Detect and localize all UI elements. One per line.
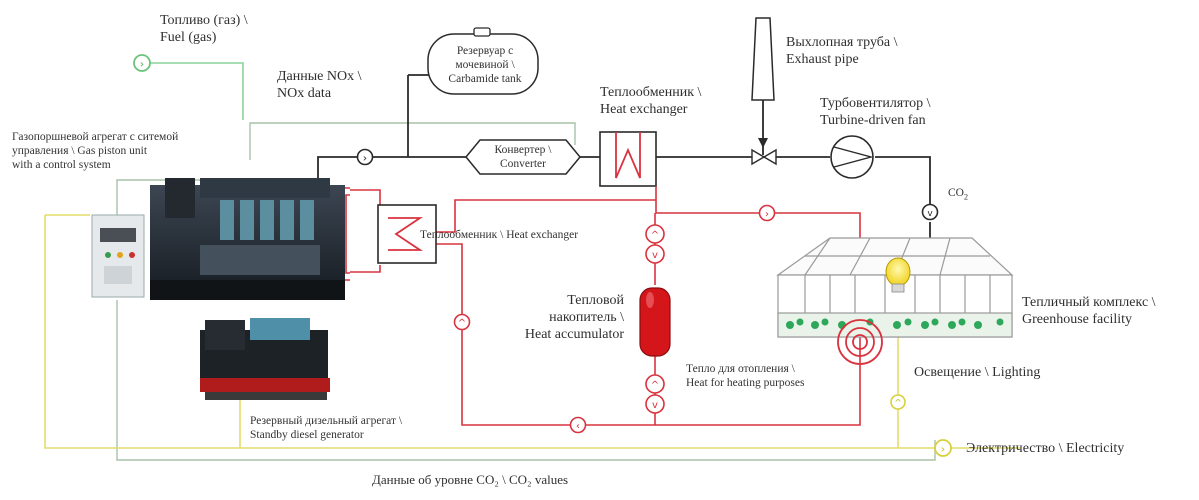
svg-text:v: v [927,209,933,219]
gas-piston-unit-line-1: Газопоршневой агрегат с ситемой [12,131,179,143]
co2-values-text: Данные об уровне CO₂ \ CO₂ values [372,472,569,487]
converter-line-2: Converter [500,158,546,170]
co2-valve-icon: v [921,203,939,221]
carbamide-tank-line-2: мочевиной \ [455,59,515,71]
plants [786,318,1004,329]
turbine-fan-en: Turbine-driven fan [820,113,926,128]
power-line-main [44,215,935,449]
heat-valve-top-icon [758,204,776,222]
converter-label: Конвертер \ Converter [482,143,564,171]
diesel-generator-label: Резервный дизельный агрегат \ Standby di… [250,414,402,442]
top-heat-exchanger-en: Heat exchanger [600,102,688,117]
lamp-icon [885,257,911,293]
diesel-generator-line-2: Standby diesel generator [250,429,364,441]
nox-data-line [249,122,576,160]
heat-pump-lower-b-icon [645,394,665,414]
converter-line-1: Конвертер \ [494,144,552,156]
nox-valve-icon: › [356,148,374,166]
control-cabinet-image [91,214,145,298]
converter-shape [465,139,581,175]
top-heat-exchanger-ru: Теплообменник \ [600,85,702,100]
svg-text:v: v [652,250,658,261]
heat-valve-bottom-icon [569,416,587,434]
svg-text:^: ^ [651,230,659,241]
nox-label-en: NOx data [277,86,332,101]
mid-heat-exchanger-shape [377,204,437,264]
svg-text:^: ^ [458,318,466,329]
exhaust-valve-shape [751,148,777,166]
heat-valve-left-icon [453,313,471,331]
heating-line-1: Тепло для отопления \ [686,363,795,375]
heat-accumulator-line-2: накопитель \ [549,310,624,325]
exhaust-pipe-en: Exhaust pipe [786,52,859,67]
electricity-text: Электричество \ Electricity [966,441,1125,456]
svg-text:›: › [941,443,945,456]
diesel-generator-line-1: Резервный дизельный агрегат \ [250,415,403,427]
exhaust-pipe-ru: Выхлопная труба \ [786,35,898,50]
svg-text:›: › [765,209,769,220]
heat-accumulator-line-1: Тепловой [567,293,624,308]
mid-heat-exchanger-label: Теплообменник \ Heat exchanger [420,228,578,242]
heat-pump-icons [453,204,776,434]
carbamide-tank-shape [427,27,539,95]
nox-label-ru: Данные NOx \ [277,69,362,84]
svg-text:›: › [140,58,144,71]
exhaust-pipe-shape [751,17,775,101]
heat-accumulator-shape [639,287,671,357]
fuel-label-en: Fuel (gas) [160,30,217,45]
svg-text:›: › [363,152,367,165]
turbine-fan-label: Турбовентилятор \ Turbine-driven fan [820,95,931,129]
heating-label: Тепло для отопления \ Heat for heating p… [686,362,804,390]
mid-heat-exchanger-text: Теплообменник \ Heat exchanger [420,229,579,241]
greenhouse-en: Greenhouse facility [1022,312,1133,327]
exhaust-arrow [758,138,768,148]
carbamide-tank-line-3: Carbamide tank [448,73,522,85]
heat-pump-lower-a-icon [645,374,665,394]
fuel-label: Топливо (газ) \ Fuel (gas) [160,12,248,46]
svg-text:‹: ‹ [576,421,580,432]
carbamide-tank-line-1: Резервуар с [456,45,514,57]
heat-pump-upper-a-icon [645,224,665,244]
svg-text:^: ^ [894,399,902,409]
carbamide-tank-label: Резервуар с мочевиной \ Carbamide tank [440,44,530,86]
svg-text:v: v [652,400,658,411]
turbine-fan-ru: Турбовентилятор \ [820,96,931,111]
heat-pump-upper-b-icon [645,244,665,264]
heat-accumulator-line-3: Heat accumulator [524,327,624,342]
fuel-label-ru: Топливо (газ) \ [160,13,248,28]
turbine-fan-shape [830,135,874,179]
greenhouse-heating-coil-icon [837,319,883,365]
greenhouse-label: Тепличный комплекс \ Greenhouse facility [1022,294,1156,328]
heat-accumulator-label: Тепловой накопитель \ Heat accumulator [494,292,624,343]
gas-piston-unit-image [150,178,345,300]
electricity-label: Электричество \ Electricity [966,440,1124,457]
diesel-generator-image [200,318,330,400]
lighting-valve-icon: ^ [890,394,906,410]
gas-piston-unit-line-3: with a control system [12,159,111,171]
gas-valve-icon: › [133,54,151,72]
exhaust-pipe-label: Выхлопная труба \ Exhaust pipe [786,34,898,68]
top-heat-exchanger-label: Теплообменник \ Heat exchanger [600,84,701,118]
lighting-label: Освещение \ Lighting [914,364,1040,381]
co2-mark: CO2 [948,187,968,202]
gas-line [150,62,244,120]
nox-label: Данные NOx \ NOx data [277,68,361,102]
top-heat-exchanger-shape [599,131,657,187]
svg-text:^: ^ [651,380,659,391]
electricity-valve-icon: › [934,439,952,457]
lighting-text: Освещение \ Lighting [914,365,1041,380]
greenhouse-ru: Тепличный комплекс \ [1022,295,1156,310]
gas-piston-unit-label: Газопоршневой агрегат с ситемой управлен… [12,130,178,172]
heating-line-2: Heat for heating purposes [686,377,805,389]
co2-values-label: Данные об уровне CO₂ \ CO₂ values [372,472,568,488]
gas-piston-unit-line-2: управления \ Gas piston unit [12,145,148,157]
